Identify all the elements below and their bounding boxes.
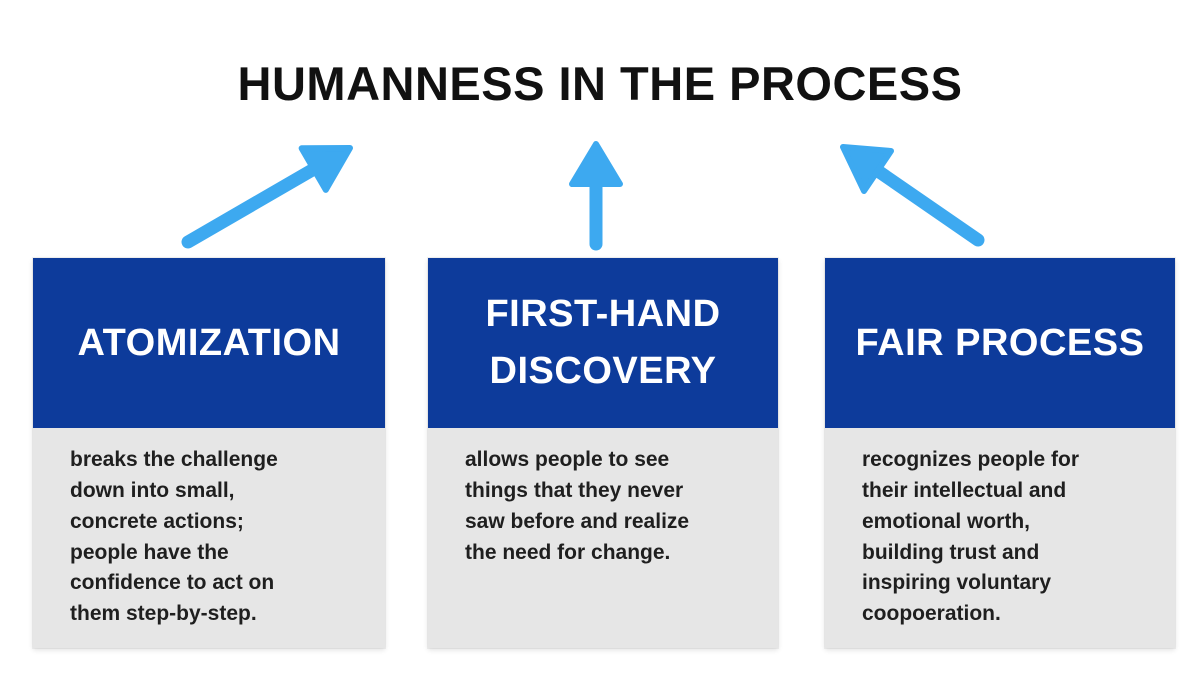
card-atomization-description: breaks the challenge down into small, co… (33, 428, 385, 648)
card-atomization-heading: ATOMIZATION (33, 258, 385, 428)
card-first-hand-discovery-description: allows people to see things that they ne… (428, 428, 778, 648)
up-right-arrow-icon (181, 145, 353, 249)
card-atomization: ATOMIZATION breaks the challenge down in… (33, 258, 385, 648)
card-fair-process: FAIR PROCESS recognizes people for their… (825, 258, 1175, 648)
page-title: HUMANNESS IN THE PROCESS (237, 57, 963, 110)
up-left-arrow-icon (840, 144, 985, 247)
up-arrow-icon (569, 141, 623, 251)
card-fair-process-description: recognizes people for their intellectual… (825, 428, 1175, 648)
card-first-hand-discovery: FIRST-HAND DISCOVERY allows people to se… (428, 258, 778, 648)
card-first-hand-discovery-heading: FIRST-HAND DISCOVERY (428, 258, 778, 428)
card-fair-process-heading: FAIR PROCESS (825, 258, 1175, 428)
